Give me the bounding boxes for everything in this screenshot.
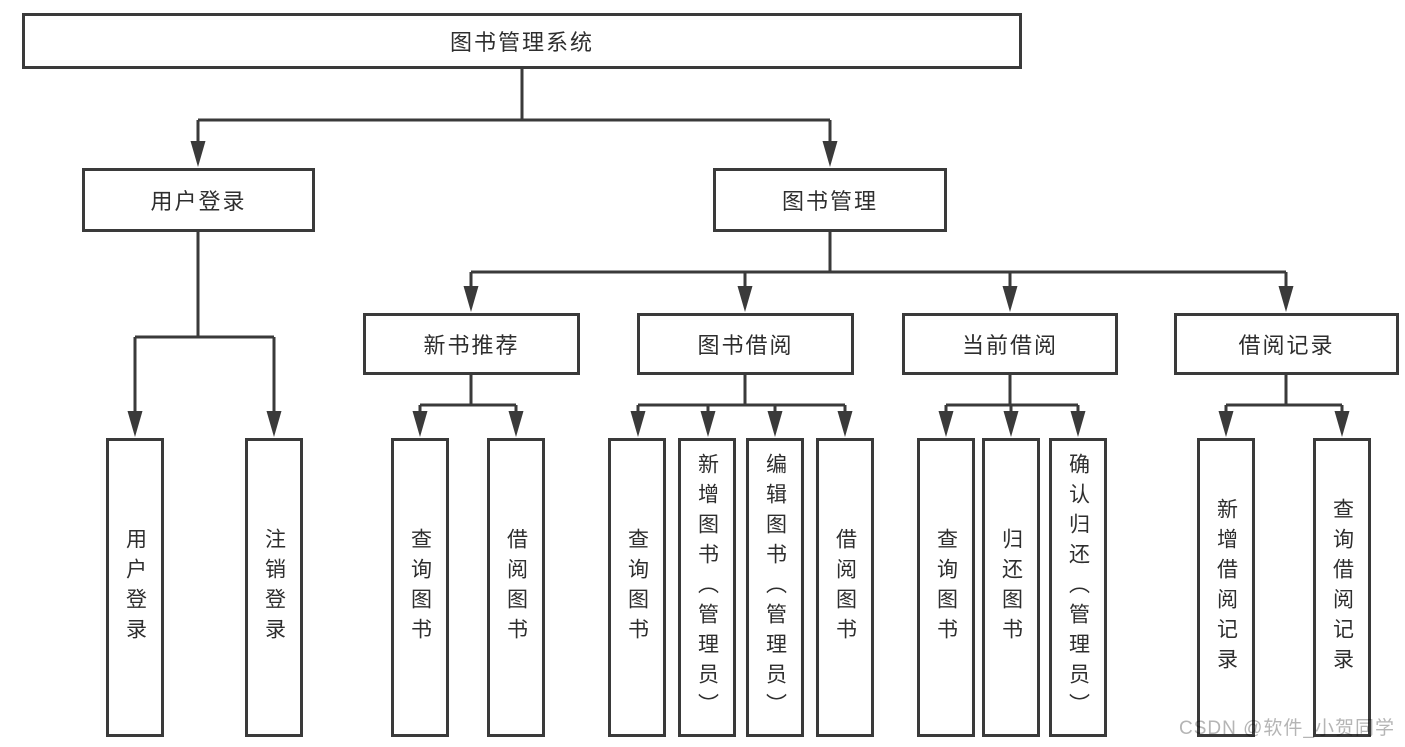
arrowheads <box>127 141 1350 437</box>
leaf-return-books: 归还图书 <box>982 438 1040 737</box>
leaf-add-book-admin: 新增图书（管理员） <box>678 438 736 737</box>
leaf-query-books: 查询图书 <box>391 438 449 737</box>
leaf-borrow-books: 借阅图书 <box>487 438 545 737</box>
node-library-management-system: 图书管理系统 <box>22 13 1022 69</box>
leaf-logout-login: 注销登录 <box>245 438 303 737</box>
node-book-management: 图书管理 <box>713 168 947 232</box>
node-current-borrow: 当前借阅 <box>902 313 1118 375</box>
node-borrow-records: 借阅记录 <box>1174 313 1399 375</box>
node-new-book-recommend: 新书推荐 <box>363 313 580 375</box>
leaf-query-borrow-record: 查询借阅记录 <box>1313 438 1371 737</box>
leaf-query-books: 查询图书 <box>917 438 975 737</box>
leaf-borrow-books: 借阅图书 <box>816 438 874 737</box>
node-user-login: 用户登录 <box>82 168 315 232</box>
leaf-add-borrow-record: 新增借阅记录 <box>1197 438 1255 737</box>
leaf-user-login: 用户登录 <box>106 438 164 737</box>
leaf-query-books: 查询图书 <box>608 438 666 737</box>
leaf-edit-book-admin: 编辑图书（管理员） <box>746 438 804 737</box>
node-book-borrow: 图书借阅 <box>637 313 854 375</box>
leaf-confirm-return-admin: 确认归还（管理员） <box>1049 438 1107 737</box>
csdn-watermark: CSDN @软件_小贺同学 <box>1179 718 1395 739</box>
